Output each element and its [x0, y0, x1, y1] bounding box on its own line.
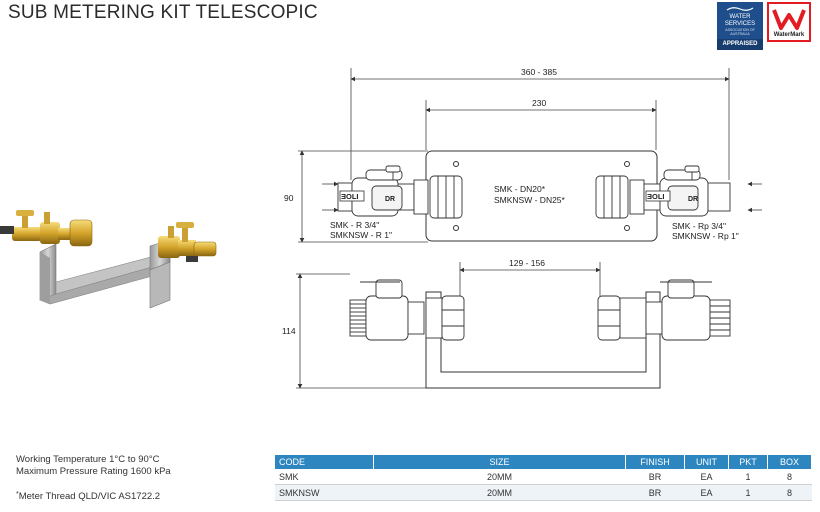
cell-box: 8 — [767, 469, 812, 485]
spec-max-pressure: Maximum Pressure Rating 1600 kPa — [16, 466, 171, 477]
cell-code: SMK — [275, 469, 374, 485]
wave-icon — [726, 7, 754, 11]
watermark-badge: WaterMark — [767, 2, 811, 42]
label-mid-2: SMKNSW - DN25* — [494, 195, 566, 205]
col-finish: FINISH — [625, 455, 685, 469]
col-code: CODE — [275, 455, 374, 469]
label-right-1: SMK - Rp 3/4" — [672, 221, 726, 231]
svg-text:DR: DR — [385, 196, 395, 203]
cell-size: 20MM — [373, 469, 626, 485]
dim-gap: 129 - 156 — [509, 258, 545, 268]
note-text: Meter Thread QLD/VIC AS1722.2 — [18, 491, 161, 502]
valve-label-right: ƎOLI — [647, 192, 665, 201]
col-size: SIZE — [373, 455, 626, 469]
table-row: SMK 20MM BR EA 1 8 — [275, 469, 812, 485]
technical-drawing: ƎOLI DR ƎOLI DR — [282, 67, 762, 389]
badge-line-1: WATER SERVICES — [724, 14, 756, 27]
page-title: SUB METERING KIT TELESCOPIC — [8, 2, 318, 23]
watermark-label: WaterMark — [773, 32, 805, 38]
note-asterisk: * — [16, 491, 19, 498]
valve-label-left: ƎOLI — [341, 192, 359, 201]
product-photo — [0, 210, 217, 309]
dim-bracket: 230 — [532, 98, 546, 108]
cell-finish: BR — [625, 469, 685, 485]
cell-code: SMKNSW — [275, 484, 374, 501]
cell-unit: EA — [684, 484, 729, 501]
col-box: BOX — [767, 455, 812, 469]
spec-working-temperature: Working Temperature 1°C to 90°C — [16, 454, 160, 465]
table-row: SMKNSW 20MM BR EA 1 8 — [275, 484, 812, 501]
col-pkt: PKT — [728, 455, 768, 469]
watermark-logo-icon — [772, 9, 806, 30]
label-mid-1: SMK - DN20* — [494, 184, 546, 194]
label-right-2: SMKNSW - Rp 1" — [672, 231, 739, 241]
water-services-badge: WATER SERVICES ASSOCIATION OF AUSTRALIA … — [717, 2, 763, 50]
label-left-2: SMKNSW - R 1" — [330, 230, 392, 240]
cell-finish: BR — [625, 484, 685, 501]
table-header-row: CODE SIZE FINISH UNIT PKT BOX — [275, 455, 812, 469]
cell-pkt: 1 — [728, 469, 768, 485]
dim-height: 90 — [284, 193, 294, 203]
col-unit: UNIT — [684, 455, 729, 469]
dim-side-height: 114 — [282, 326, 296, 336]
cell-pkt: 1 — [728, 484, 768, 501]
badge-line-2: ASSOCIATION OF AUSTRALIA — [725, 28, 755, 36]
thread-note: *Meter Thread QLD/VIC AS1722.2 — [16, 491, 160, 502]
product-table: CODE SIZE FINISH UNIT PKT BOX SMK 20MM B… — [275, 455, 812, 501]
cell-box: 8 — [767, 484, 812, 501]
badge-line-3: APPRAISED — [717, 39, 763, 50]
label-left-1: SMK - R 3/4" — [330, 220, 379, 230]
cell-size: 20MM — [373, 484, 626, 501]
dim-overall: 360 - 385 — [521, 67, 557, 77]
specifications: Working Temperature 1°C to 90°C Maximum … — [16, 454, 171, 478]
cell-unit: EA — [684, 469, 729, 485]
svg-text:DR: DR — [688, 196, 698, 203]
